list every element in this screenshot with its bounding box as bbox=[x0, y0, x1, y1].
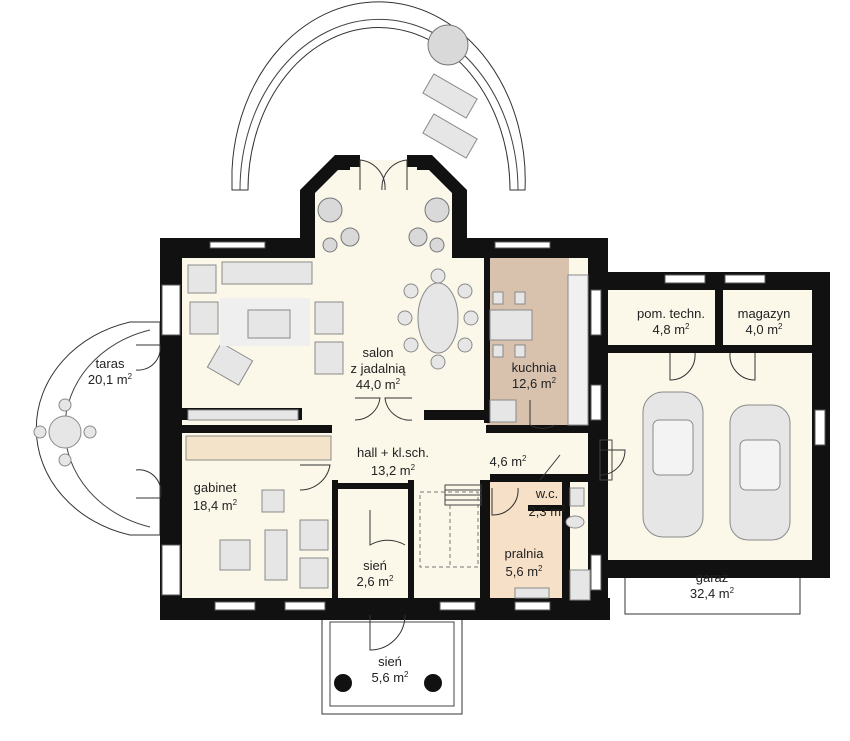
plants bbox=[317, 24, 469, 253]
dining-table bbox=[417, 282, 459, 354]
label-salon-name2: z jadalnią bbox=[351, 361, 407, 376]
label-pralnia-area: 5,6 m2 bbox=[506, 564, 544, 579]
kitchen-furniture bbox=[489, 274, 589, 426]
terrace-table bbox=[48, 415, 82, 449]
label-garaz-area: 32,4 m2 bbox=[690, 586, 735, 601]
label-wc-area: 2,3 m2 bbox=[529, 504, 567, 519]
label-wc-name: w.c. bbox=[535, 486, 558, 501]
label-sien-outer-area: 5,6 m2 bbox=[372, 670, 410, 685]
label-sien-inner-name: sień bbox=[363, 558, 387, 573]
label-pom-techn-name: pom. techn. bbox=[637, 306, 705, 321]
label-salon-area: 44,0 m2 bbox=[356, 377, 401, 392]
label-taras-area: 20,1 m2 bbox=[88, 372, 133, 387]
entrance-columns bbox=[334, 674, 442, 692]
bathroom-fixtures bbox=[514, 487, 591, 601]
study-furniture bbox=[185, 435, 332, 589]
label-taras-name: taras bbox=[96, 356, 125, 371]
label-sien-inner-area: 2,6 m2 bbox=[357, 574, 395, 589]
label-przedpokoj-area: 4,6 m2 bbox=[490, 454, 528, 469]
laundry-floor bbox=[488, 482, 568, 600]
label-hall-name: hall + kl.sch. bbox=[357, 445, 429, 460]
label-magazyn-area: 4,0 m2 bbox=[746, 322, 784, 337]
label-kuchnia-area: 12,6 m2 bbox=[512, 376, 557, 391]
label-sien-outer-name: sień bbox=[378, 654, 402, 669]
label-pralnia-name: pralnia bbox=[504, 546, 544, 561]
label-hall-area: 13,2 m2 bbox=[371, 463, 416, 478]
staircase bbox=[419, 484, 482, 568]
tree-icon bbox=[427, 24, 469, 66]
doors bbox=[135, 159, 756, 651]
label-gabinet-area: 18,4 m2 bbox=[193, 498, 238, 513]
garage-cars bbox=[642, 391, 791, 541]
label-kuchnia-name: kuchnia bbox=[512, 360, 558, 375]
label-pom-techn-area: 4,8 m2 bbox=[653, 322, 691, 337]
terraces bbox=[35, 1, 801, 715]
label-magazyn-name: magazyn bbox=[738, 306, 791, 321]
label-salon-name: salon bbox=[362, 345, 393, 360]
windows bbox=[161, 241, 826, 611]
terrace-furniture bbox=[33, 73, 478, 467]
room-labels: taras 20,1 m2 salon z jadalnią 44,0 m2 k… bbox=[88, 306, 790, 685]
living-room-furniture bbox=[187, 261, 479, 421]
label-garaz-name: garaż bbox=[696, 570, 729, 585]
label-gabinet-name: gabinet bbox=[194, 480, 237, 495]
